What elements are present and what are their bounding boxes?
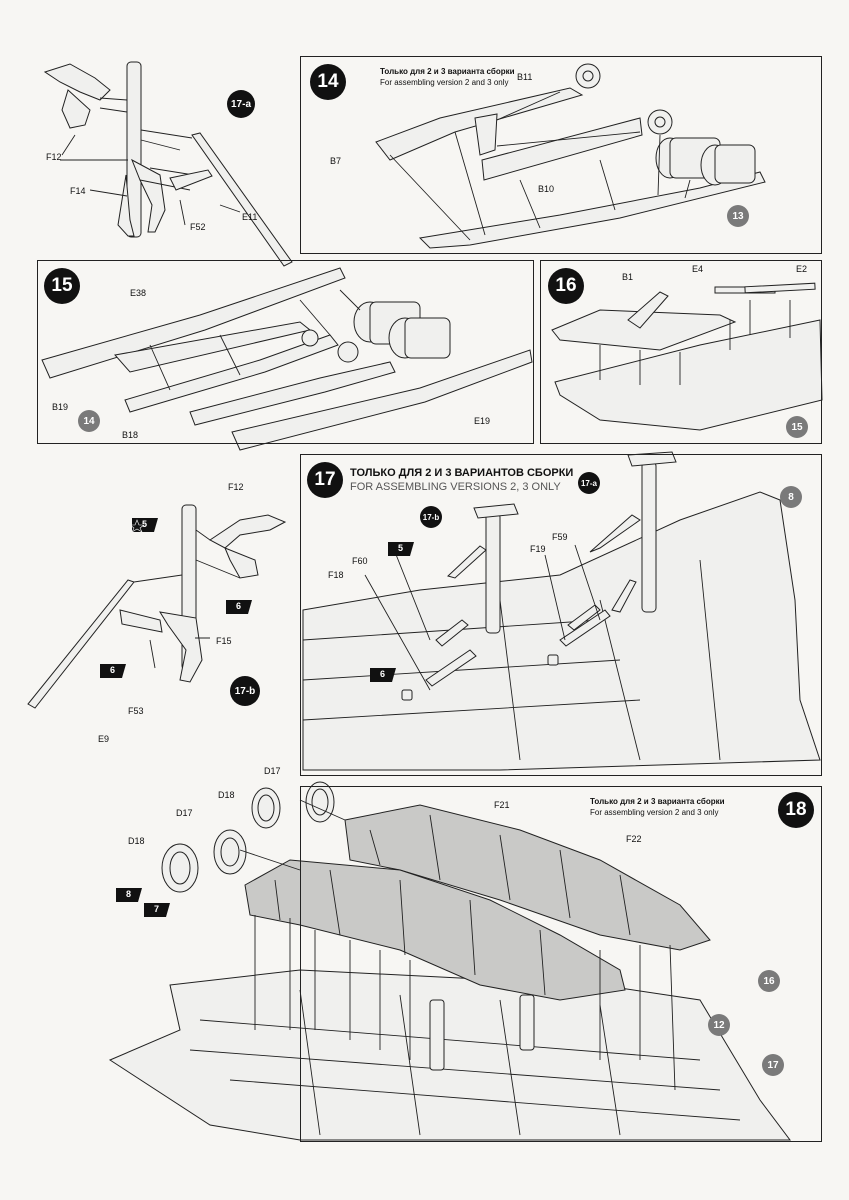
ref-step-8: 8 — [780, 486, 802, 508]
part-label-F60: F60 — [352, 556, 368, 566]
part-label-F18: F18 — [328, 570, 344, 580]
star-callout-7: 7 — [144, 903, 170, 917]
ref-step-14: 14 — [78, 410, 100, 432]
part-label-B7: B7 — [330, 156, 342, 166]
part-label-B11: B11 — [517, 72, 533, 82]
star-number: 5 — [142, 519, 148, 529]
star-number: 8 — [126, 889, 132, 899]
note-ru: ТОЛЬКО ДЛЯ 2 И 3 ВАРИАНТОВ СБОРКИ — [350, 467, 574, 479]
part-label-E2: E2 — [796, 264, 808, 274]
part-label-F15: F15 — [216, 636, 232, 646]
part-label-E19: E19 — [474, 416, 491, 426]
star-number: 6 — [110, 665, 116, 675]
part-label-B19: B19 — [52, 402, 69, 412]
step-18-version-note: Только для 2 и 3 варианта сборки For ass… — [590, 796, 725, 818]
step-14-version-note: Только для 2 и 3 варианта сборки For ass… — [380, 66, 515, 88]
part-label-D17-bottom: D17 — [176, 808, 193, 818]
part-label-E11: E11 — [242, 212, 258, 222]
step15-drawing — [41, 267, 533, 451]
step-14-number: 14 — [310, 64, 346, 100]
part-label-D18-bottom: D18 — [128, 836, 145, 846]
step-17-panel — [300, 454, 822, 776]
part-label-F12: F12 — [46, 152, 62, 162]
part-label-B18: B18 — [122, 430, 139, 440]
part-label-B1: B1 — [622, 272, 634, 282]
part-label-F59: F59 — [552, 532, 568, 542]
part-label-D17-top: D17 — [264, 766, 281, 776]
subassembly-17b-badge: 17-b — [230, 676, 260, 706]
part-label-F52: F52 — [190, 222, 206, 232]
star-callout-6-left: 6 — [100, 664, 126, 678]
gear-17b-drawing — [27, 504, 287, 709]
step-18-panel — [300, 786, 822, 1142]
note-en: For assembling version 2 and 3 only — [590, 808, 719, 817]
step-16-panel — [540, 260, 822, 444]
step-14-panel — [300, 56, 822, 254]
part-label-D18-top: D18 — [218, 790, 235, 800]
note-ru: Только для 2 и 3 варианта сборки — [380, 67, 515, 76]
subassembly-17a-badge: 17-a — [227, 90, 255, 118]
part-label-B10: B10 — [538, 184, 555, 194]
part-label-E38: E38 — [130, 288, 147, 298]
subassembly-17a-ref: 17-a — [578, 472, 600, 494]
ref-step-12: 12 — [708, 1014, 730, 1036]
star-number: 6 — [380, 669, 386, 679]
ref-step-16: 16 — [758, 970, 780, 992]
ref-step-15: 15 — [786, 416, 808, 438]
star-number: 6 — [236, 601, 242, 611]
step16-drawing — [551, 282, 823, 431]
part-label-E4: E4 — [692, 264, 704, 274]
part-label-F12-b: F12 — [228, 482, 244, 492]
step17-drawing — [302, 451, 821, 771]
step-17-number: 17 — [307, 462, 343, 498]
star-callout-6-right: 6 — [226, 600, 252, 614]
star-callout-5-panel17: 5 — [388, 542, 414, 556]
part-label-E9: E9 — [98, 734, 110, 744]
step-15-panel — [37, 260, 534, 444]
part-label-F22: F22 — [626, 834, 642, 844]
ref-step-17: 17 — [762, 1054, 784, 1076]
part-label-F14: F14 — [70, 186, 86, 196]
star-callout-5-left: 5 — [132, 518, 158, 532]
step-17-version-note: ТОЛЬКО ДЛЯ 2 И 3 ВАРИАНТОВ СБОРКИ FOR AS… — [350, 466, 573, 494]
star-number: 7 — [154, 904, 160, 914]
part-label-F21: F21 — [494, 800, 510, 810]
gear-17a-drawing — [43, 61, 293, 267]
step18-drawing — [108, 781, 791, 1141]
star-callout-6-panel17: 6 — [370, 668, 396, 682]
step-15-number: 15 — [44, 268, 80, 304]
part-label-F19: F19 — [530, 544, 546, 554]
part-label-F53: F53 — [128, 706, 144, 716]
note-ru: Только для 2 и 3 варианта сборки — [590, 797, 725, 806]
step-18-number: 18 — [778, 792, 814, 828]
ref-step-13: 13 — [727, 205, 749, 227]
star-number: 5 — [398, 543, 404, 553]
note-en: FOR ASSEMBLING VERSIONS 2, 3 ONLY — [350, 481, 561, 493]
note-en: For assembling version 2 and 3 only — [380, 78, 509, 87]
step14-drawing — [375, 63, 766, 249]
step-16-number: 16 — [548, 268, 584, 304]
subassembly-17b-ref: 17-b — [420, 506, 442, 528]
star-callout-8: 8 — [116, 888, 142, 902]
